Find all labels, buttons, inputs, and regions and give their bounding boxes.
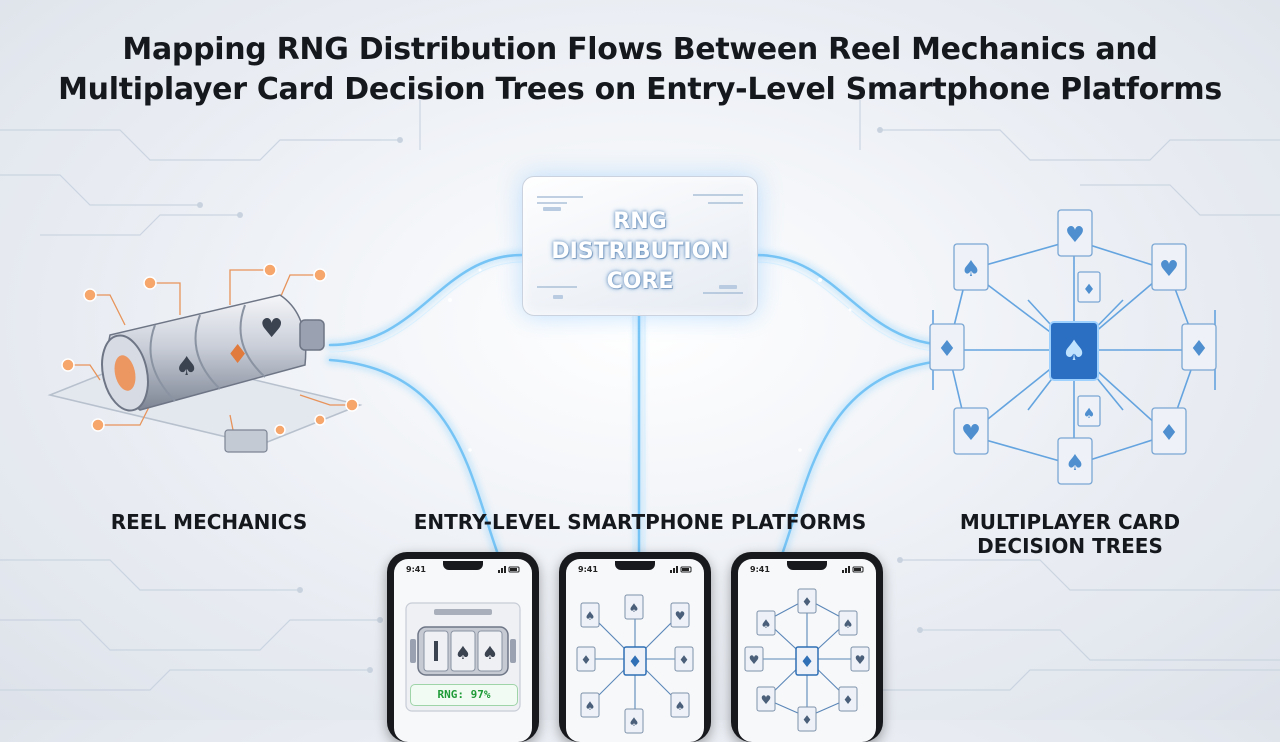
spade-icon: ♠ xyxy=(1061,334,1086,367)
background-circuit xyxy=(0,100,1280,693)
card-decision-tree-graph: ♥ ♠ ♥ ♦ ♦ ♥ ♦ ♠ ♦ ♠ ♠ xyxy=(929,209,1217,485)
spade-icon: ♠ xyxy=(1065,451,1085,476)
core-line-1: RNG xyxy=(613,209,667,234)
heart-icon: ♥ xyxy=(1065,223,1085,248)
svg-text:♦: ♦ xyxy=(628,652,642,671)
status-time: 9:41 xyxy=(750,565,770,574)
diamond-icon: ♦ xyxy=(1159,421,1179,446)
label-smartphone-platforms: ENTRY-LEVEL SMARTPHONE PLATFORMS xyxy=(413,510,867,534)
svg-text:♥: ♥ xyxy=(675,609,686,623)
svg-text:♦: ♦ xyxy=(679,653,690,667)
svg-text:♠: ♠ xyxy=(482,643,498,664)
svg-text:♥: ♥ xyxy=(855,653,866,667)
smartphone-tree-1: 9:41 ♠ ♠ ♥ ♦ ♦ ♠ ♠ ♠ ♦ xyxy=(559,552,711,742)
status-bar: 9:41 xyxy=(566,561,704,577)
heart-icon: ♥ xyxy=(961,421,981,446)
smartphone-reel: 9:41 ♠ ♠ RNG: 97% xyxy=(387,552,539,742)
phone-screen: 9:41 ♠ ♠ RNG: 97% xyxy=(394,559,532,742)
rng-distribution-core-panel: RNG DISTRIBUTION CORE xyxy=(522,176,758,316)
status-bar: 9:41 xyxy=(394,561,532,577)
svg-text:♦: ♦ xyxy=(802,595,813,609)
core-circuit-decoration xyxy=(537,194,743,299)
smartphone-tree-2: 9:41 ♦ ♠ ♠ ♥ ♥ ♥ ♦ ♦ ♦ xyxy=(731,552,883,742)
spade-icon: ♠ xyxy=(175,352,198,382)
core-title: RNG DISTRIBUTION CORE xyxy=(523,207,757,297)
svg-text:♠: ♠ xyxy=(843,617,854,631)
diamond-icon: ♦ xyxy=(226,340,249,370)
heart-icon: ♥ xyxy=(260,314,283,344)
phone-screen: 9:41 ♠ ♠ ♥ ♦ ♦ ♠ ♠ ♠ ♦ xyxy=(566,559,704,742)
card-tree-mini: ♠ ♠ ♥ ♦ ♦ ♠ ♠ ♠ ♦ xyxy=(576,594,694,734)
svg-text:♦: ♦ xyxy=(800,652,814,671)
svg-text:♠: ♠ xyxy=(629,601,640,615)
svg-text:♠: ♠ xyxy=(675,699,686,713)
spade-icon: ♠ xyxy=(961,257,981,282)
svg-text:♦: ♦ xyxy=(802,713,813,727)
svg-text:♠: ♠ xyxy=(761,617,772,631)
title-line-2: Multiplayer Card Decision Trees on Entry… xyxy=(58,72,1222,107)
signal-battery-icon xyxy=(842,566,864,573)
svg-text:♦: ♦ xyxy=(843,693,854,707)
signal-battery-icon xyxy=(670,566,692,573)
page-title: Mapping RNG Distribution Flows Between R… xyxy=(0,30,1280,110)
signal-battery-icon xyxy=(498,566,520,573)
slot-reel-icon: ♠ ♠ xyxy=(405,602,521,712)
status-time: 9:41 xyxy=(406,565,426,574)
diamond-icon: ♦ xyxy=(1083,282,1096,298)
core-line-3: CORE xyxy=(606,269,674,294)
label-trees-line-2: DECISION TREES xyxy=(977,534,1163,558)
phone-notch xyxy=(787,561,827,570)
svg-text:♠: ♠ xyxy=(629,715,640,729)
diamond-icon: ♦ xyxy=(937,337,957,362)
title-line-1: Mapping RNG Distribution Flows Between R… xyxy=(122,32,1158,67)
svg-text:♥: ♥ xyxy=(761,693,772,707)
svg-text:♠: ♠ xyxy=(585,699,596,713)
label-trees-line-1: MULTIPLAYER CARD xyxy=(959,510,1181,534)
rng-readout: RNG: 97% xyxy=(410,684,518,706)
svg-text:♦: ♦ xyxy=(581,653,592,667)
core-line-2: DISTRIBUTION xyxy=(551,239,729,264)
label-reel-mechanics: REEL MECHANICS xyxy=(110,510,308,534)
status-time: 9:41 xyxy=(578,565,598,574)
phone-screen: 9:41 ♦ ♠ ♠ ♥ ♥ ♥ ♦ ♦ ♦ xyxy=(738,559,876,742)
heart-icon: ♥ xyxy=(1159,257,1179,282)
svg-text:♥: ♥ xyxy=(749,653,760,667)
card-tree-mini: ♦ ♠ ♠ ♥ ♥ ♥ ♦ ♦ ♦ xyxy=(744,588,870,732)
label-card-decision-trees: MULTIPLAYER CARD DECISION TREES xyxy=(940,510,1200,558)
phone-notch xyxy=(443,561,483,570)
phone-notch xyxy=(615,561,655,570)
svg-text:♠: ♠ xyxy=(585,609,596,623)
diamond-icon: ♦ xyxy=(1189,337,1209,362)
slot-reel-icon: ♠ ♦ ♥ xyxy=(47,263,363,453)
status-bar: 9:41 xyxy=(738,561,876,577)
svg-text:♠: ♠ xyxy=(455,643,471,664)
spade-icon: ♠ xyxy=(1083,406,1096,422)
